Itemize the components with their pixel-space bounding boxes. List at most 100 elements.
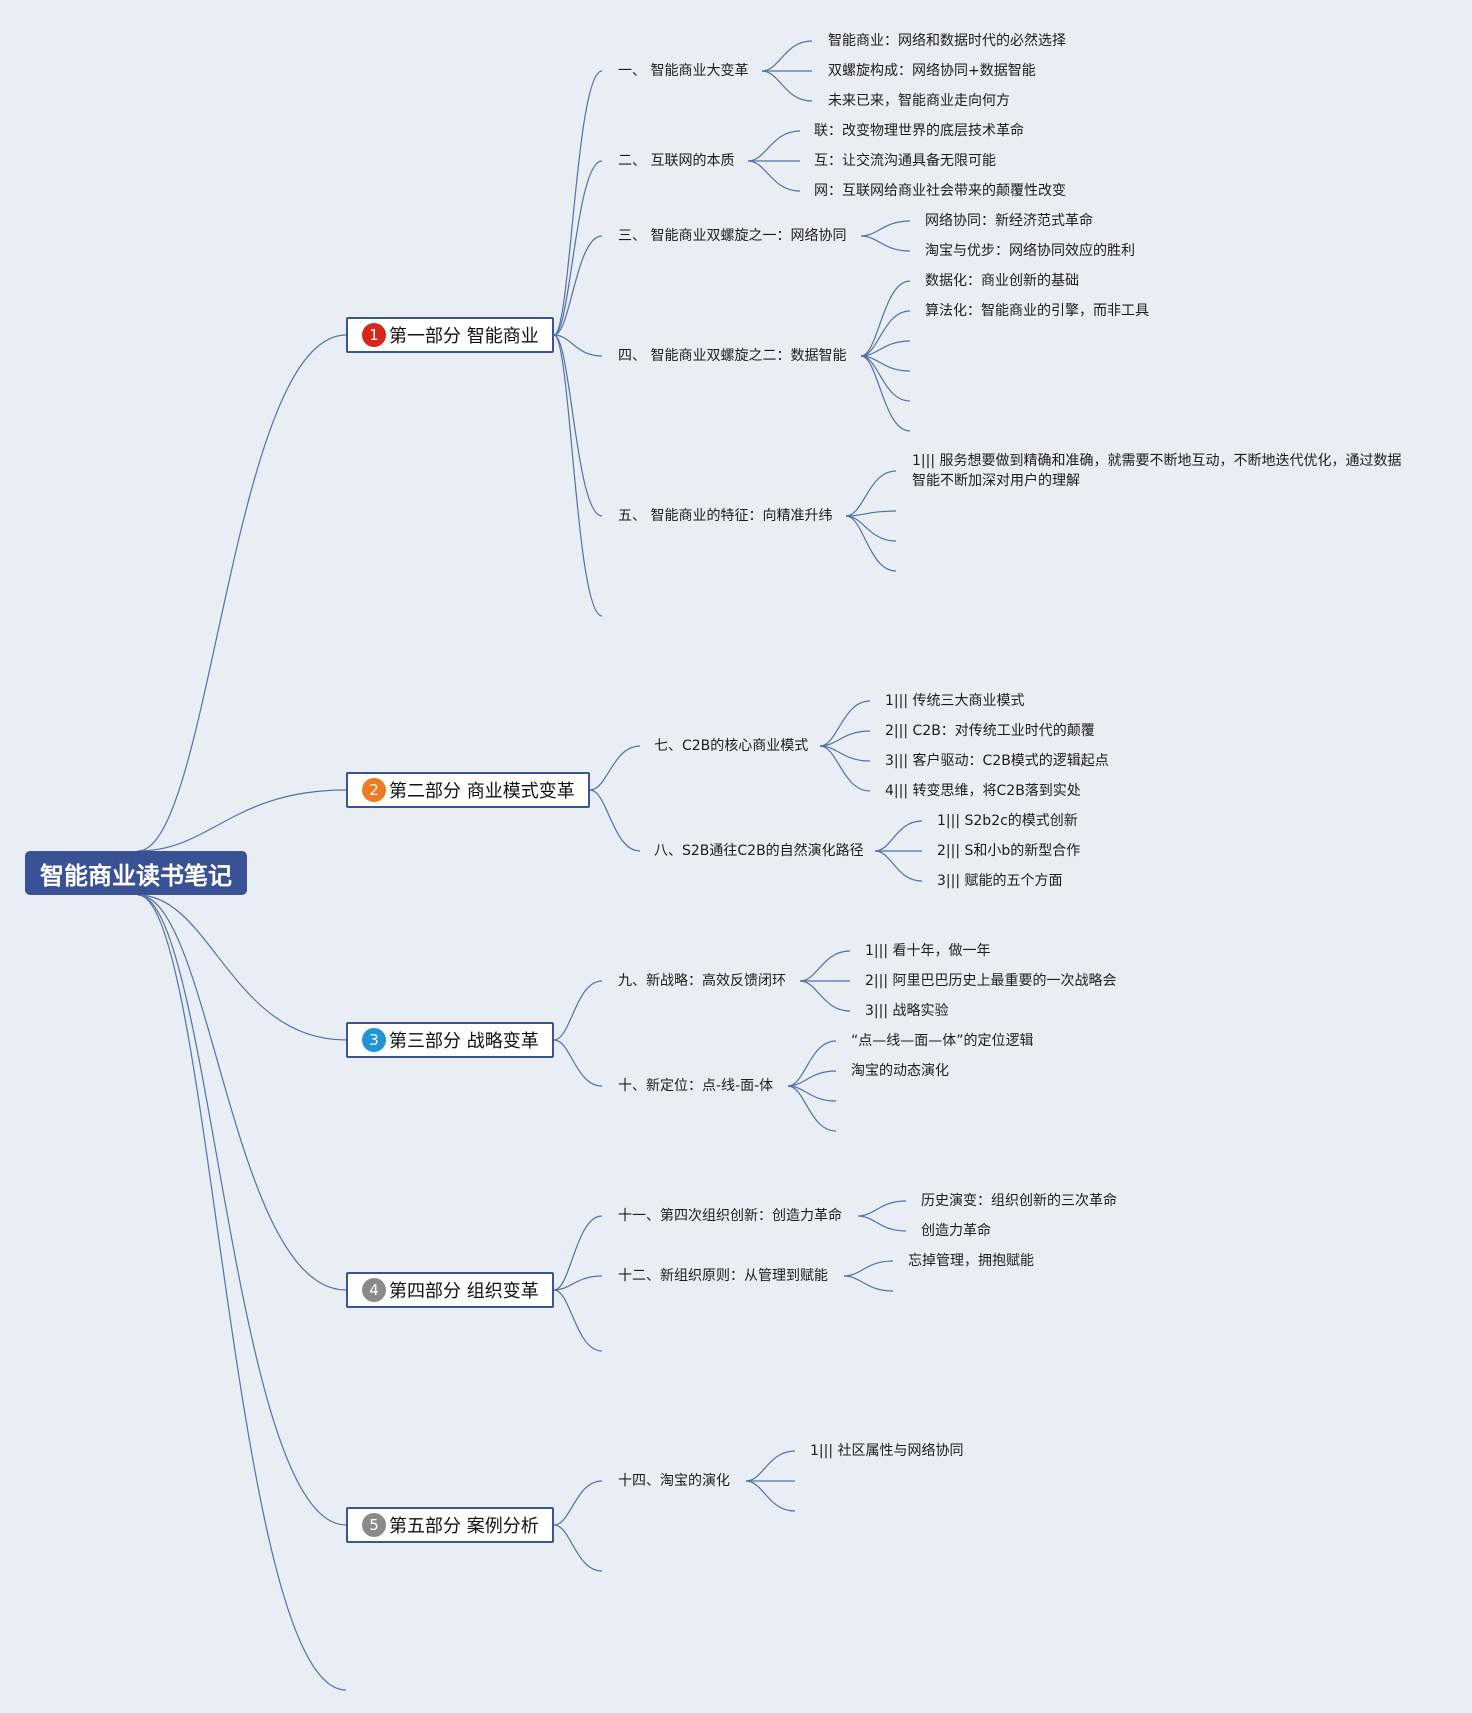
chapter-to-item-line <box>787 1085 837 1102</box>
chapter-9-item-2[interactable]: 2||| 阿里巴巴历史上最重要的一次战略会 <box>865 973 1117 989</box>
chapter-8-item-1[interactable]: 1||| S2b2c的模式创新 <box>937 813 1078 829</box>
number-4-marker-icon: 4 <box>362 1278 386 1302</box>
chapter-3-item-2[interactable]: 淘宝与优步：网络协同效应的胜利 <box>925 243 1135 259</box>
part-to-chapter-line <box>553 980 603 1041</box>
chapter-3-item-1[interactable]: 网络协同：新经济范式革命 <box>925 213 1093 229</box>
chapter-2-item-3[interactable]: 网：互联网给商业社会带来的颠覆性改变 <box>814 183 1066 199</box>
root-to-part-line <box>137 894 347 1526</box>
chapter-2-item-1[interactable]: 联：改变物理世界的底层技术革命 <box>814 123 1024 139</box>
chapter-2-item-2[interactable]: 互：让交流沟通具备无限可能 <box>814 153 996 169</box>
chapter-7-item-1[interactable]: 1||| 传统三大商业模式 <box>885 693 1025 709</box>
chapter-to-item-line <box>819 745 871 762</box>
root-to-part-line <box>137 894 347 1291</box>
part-5-title: 第五部分 案例分析 <box>389 1516 539 1537</box>
chapter-to-item-line <box>745 1480 796 1512</box>
chapter-to-item-line <box>857 1215 907 1232</box>
chapter-to-item-line <box>860 235 911 252</box>
root-to-part-line <box>137 894 347 1691</box>
root-to-part-line <box>137 334 347 852</box>
chapter-9-item-1[interactable]: 1||| 看十年，做一年 <box>865 943 991 959</box>
part-to-chapter-line <box>553 1275 603 1291</box>
chapter-7-topic[interactable]: 七、C2B的核心商业模式 <box>654 738 809 754</box>
chapter-5-topic[interactable]: 五、 智能商业的特征：向精准升纬 <box>618 508 833 524</box>
part-to-chapter-line <box>553 235 603 336</box>
part-to-chapter-line <box>553 334 603 357</box>
chapter-to-item-line <box>843 1275 894 1292</box>
chapter-to-item-line <box>843 1260 894 1277</box>
chapter-8-item-3[interactable]: 3||| 赋能的五个方面 <box>937 873 1063 889</box>
part-5-node[interactable]: 5 第五部分 案例分析 <box>346 1507 554 1543</box>
part-4-title: 第四部分 组织变革 <box>389 1281 539 1302</box>
chapter-12-item-1[interactable]: 忘掉管理，拥抱赋能 <box>908 1253 1034 1269</box>
part-to-chapter-line <box>553 1524 603 1572</box>
chapter-4-item-2[interactable]: 算法化：智能商业的引擎，而非工具 <box>925 303 1149 319</box>
chapter-7-item-2[interactable]: 2||| C2B：对传统工业时代的颠覆 <box>885 723 1095 739</box>
part-3-title: 第三部分 战略变革 <box>389 1031 539 1052</box>
chapter-1-item-2[interactable]: 双螺旋构成：网络协同+数据智能 <box>828 63 1036 79</box>
part-1-title: 第一部分 智能商业 <box>389 326 539 347</box>
root-to-part-line <box>137 894 347 1041</box>
chapter-to-item-line <box>860 220 911 237</box>
chapter-8-item-2[interactable]: 2||| S和小b的新型合作 <box>937 843 1081 859</box>
chapter-to-item-line <box>845 510 897 517</box>
chapter-8-topic[interactable]: 八、S2B通往C2B的自然演化路径 <box>654 843 864 859</box>
part-to-chapter-line <box>553 334 603 517</box>
chapter-to-item-line <box>874 850 923 882</box>
chapter-to-item-line <box>747 160 801 192</box>
chapter-to-item-line <box>860 310 911 357</box>
part-to-chapter-line <box>553 1215 603 1291</box>
chapter-to-item-line <box>761 70 813 102</box>
chapter-14-item-1[interactable]: 1||| 社区属性与网络协同 <box>810 1443 964 1459</box>
part-to-chapter-line <box>553 1039 603 1087</box>
chapter-11-topic[interactable]: 十一、第四次组织创新：创造力革命 <box>618 1208 842 1224</box>
part-to-chapter-line <box>553 334 603 617</box>
chapter-9-item-3[interactable]: 3||| 战略实验 <box>865 1003 949 1019</box>
part-to-chapter-line <box>589 745 641 791</box>
number-1-marker-icon: 1 <box>362 323 386 347</box>
chapter-4-item-1[interactable]: 数据化：商业创新的基础 <box>925 273 1079 289</box>
part-4-node[interactable]: 4 第四部分 组织变革 <box>346 1272 554 1308</box>
chapter-4-topic[interactable]: 四、 智能商业双螺旋之二：数据智能 <box>618 348 847 364</box>
chapter-to-item-line <box>747 130 801 162</box>
chapter-11-item-2[interactable]: 创造力革命 <box>921 1223 991 1239</box>
part-1-node[interactable]: 1 第一部分 智能商业 <box>346 317 554 353</box>
chapter-12-topic[interactable]: 十二、新组织原则：从管理到赋能 <box>618 1268 828 1284</box>
chapter-10-item-2[interactable]: 淘宝的动态演化 <box>851 1063 949 1079</box>
chapter-1-item-1[interactable]: 智能商业：网络和数据时代的必然选择 <box>828 33 1066 49</box>
chapter-to-item-line <box>787 1085 837 1132</box>
root-to-part-line <box>137 789 347 852</box>
part-3-node[interactable]: 3 第三部分 战略变革 <box>346 1022 554 1058</box>
chapter-to-item-line <box>860 355 911 372</box>
chapter-to-item-line <box>845 515 897 572</box>
chapter-1-topic[interactable]: 一、 智能商业大变革 <box>618 63 749 79</box>
chapter-to-item-line <box>860 355 911 432</box>
part-to-chapter-line <box>589 789 641 852</box>
chapter-2-topic[interactable]: 二、 互联网的本质 <box>618 153 735 169</box>
chapter-to-item-line <box>745 1450 796 1482</box>
chapter-7-item-3[interactable]: 3||| 客户驱动：C2B模式的逻辑起点 <box>885 753 1109 769</box>
chapter-to-item-line <box>799 950 851 982</box>
chapter-1-item-3[interactable]: 未来已来，智能商业走向何方 <box>828 93 1010 109</box>
chapter-3-topic[interactable]: 三、 智能商业双螺旋之一：网络协同 <box>618 228 847 244</box>
number-5-marker-icon: 5 <box>362 1513 386 1537</box>
chapter-to-item-line <box>860 355 911 402</box>
chapter-14-topic[interactable]: 十四、淘宝的演化 <box>618 1473 730 1489</box>
root-topic[interactable]: 智能商业读书笔记 <box>25 851 247 895</box>
chapter-11-item-1[interactable]: 历史演变：组织创新的三次革命 <box>921 1193 1117 1209</box>
chapter-to-item-line <box>787 1040 837 1087</box>
chapter-10-item-1[interactable]: “点—线—面—体”的定位逻辑 <box>851 1033 1034 1049</box>
chapter-5-item-1[interactable]: 1||| 服务想要做到精确和准确，就需要不断地互动，不断地迭代优化，通过数据智能… <box>912 453 1402 489</box>
chapter-7-item-4[interactable]: 4||| 转变思维，将C2B落到实处 <box>885 783 1081 799</box>
chapter-to-item-line <box>819 730 871 747</box>
chapter-to-item-line <box>819 745 871 792</box>
chapter-to-item-line <box>761 40 813 72</box>
chapter-10-topic[interactable]: 十、新定位：点-线-面-体 <box>618 1078 774 1094</box>
chapter-to-item-line <box>845 470 897 517</box>
part-2-node[interactable]: 2 第二部分 商业模式变革 <box>346 772 590 808</box>
number-3-marker-icon: 3 <box>362 1028 386 1052</box>
part-to-chapter-line <box>553 1289 603 1352</box>
chapter-9-topic[interactable]: 九、新战略：高效反馈闭环 <box>618 973 786 989</box>
part-to-chapter-line <box>553 1480 603 1526</box>
